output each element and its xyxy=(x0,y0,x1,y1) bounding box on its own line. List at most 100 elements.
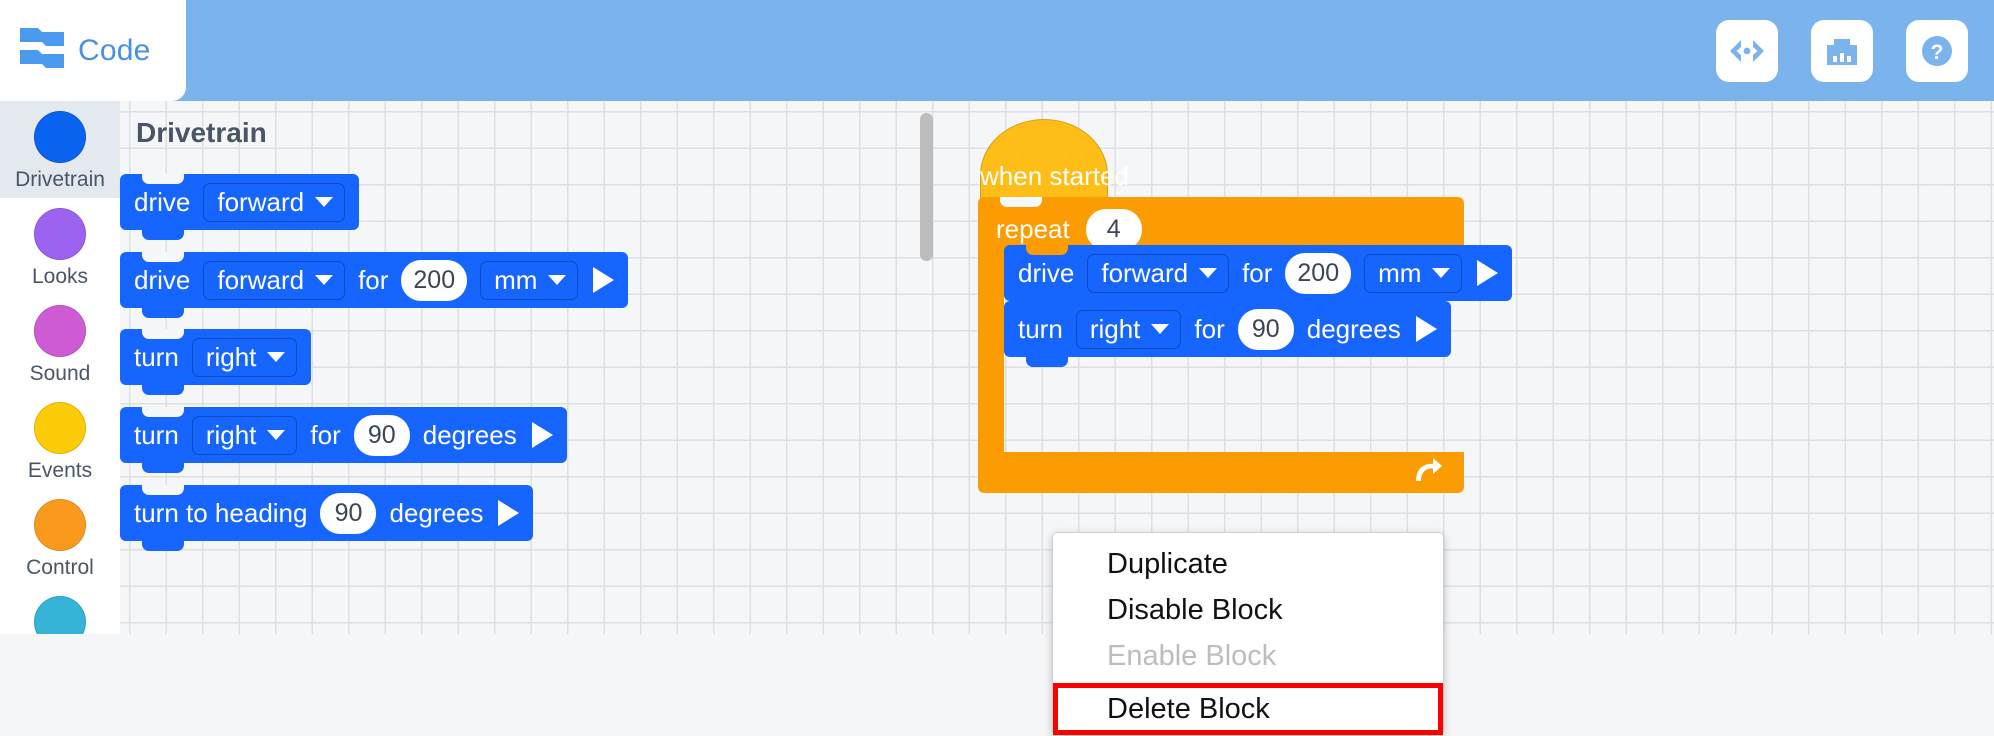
palette-scrollbar[interactable] xyxy=(920,113,933,261)
loop-arrow-icon xyxy=(1410,455,1444,490)
block-label: degrees xyxy=(422,419,517,450)
block-label: turn xyxy=(134,419,179,450)
turn-direction-dropdown[interactable]: right xyxy=(191,415,298,455)
dropdown-value: forward xyxy=(1101,257,1189,288)
block-label: drive xyxy=(134,264,191,295)
hat-block-shape xyxy=(980,119,1108,203)
distance-input[interactable]: 200 xyxy=(401,259,468,301)
palette-block-drive-for[interactable]: drive forward for 200 mm xyxy=(120,252,629,318)
category-color-dot xyxy=(34,305,86,357)
chevron-down-icon xyxy=(1199,267,1218,278)
block-label: for xyxy=(1194,313,1225,344)
direction-dropdown[interactable]: forward xyxy=(203,260,346,300)
block-body: drive forward xyxy=(120,174,360,230)
distance-input[interactable]: 200 xyxy=(1285,252,1352,294)
heading-input[interactable]: 90 xyxy=(320,492,377,534)
block-label: turn xyxy=(1018,313,1063,344)
svg-text:?: ? xyxy=(1931,41,1944,64)
sidebar-item-drivetrain[interactable]: Drivetrain xyxy=(0,101,120,198)
context-menu-item-disable-block[interactable]: Disable Block xyxy=(1107,593,1283,626)
block-tab xyxy=(142,463,184,473)
block-tab xyxy=(1026,357,1068,367)
sidebar-item-events[interactable]: Events xyxy=(0,392,120,489)
turn-direction-dropdown[interactable]: right xyxy=(191,337,298,377)
block-label: drive xyxy=(1018,257,1075,288)
context-menu-item-duplicate[interactable]: Duplicate xyxy=(1107,547,1228,580)
help-button[interactable]: ? xyxy=(1906,19,1968,82)
chevron-down-icon xyxy=(315,196,334,207)
run-block-icon[interactable] xyxy=(1415,316,1437,342)
block-notch xyxy=(142,485,184,495)
angle-input[interactable]: 90 xyxy=(353,414,410,456)
block-tab xyxy=(142,308,184,318)
app-body: Drivetrain Looks Sound Events Control Dr… xyxy=(0,101,1994,736)
run-block-icon[interactable] xyxy=(1477,260,1499,286)
category-color-dot xyxy=(34,208,86,260)
block-notch xyxy=(142,407,184,417)
dropdown-value: forward xyxy=(217,264,305,295)
app-header: Code xyxy=(0,0,1994,101)
block-turn-for[interactable]: turn right for 90 degrees xyxy=(1004,301,1451,367)
block-body: turn to heading 90 degrees xyxy=(120,485,534,541)
direction-dropdown[interactable]: forward xyxy=(203,182,346,222)
view-code-button[interactable] xyxy=(1716,19,1778,82)
palette-block-drive[interactable]: drive forward xyxy=(120,174,360,240)
context-menu-item-delete-block[interactable]: Delete Block xyxy=(1107,692,1270,725)
block-body: turn right for 90 degrees xyxy=(1004,301,1451,357)
category-sidebar: Drivetrain Looks Sound Events Control xyxy=(0,101,120,634)
block-label: for xyxy=(310,419,341,450)
dropdown-value: right xyxy=(1089,313,1141,344)
block-body: turn right for 90 degrees xyxy=(120,407,567,463)
context-menu-item-enable-block: Enable Block xyxy=(1107,639,1277,672)
block-body: drive forward for 200 mm xyxy=(1004,245,1513,301)
sidebar-item-sound[interactable]: Sound xyxy=(0,295,120,392)
block-notch xyxy=(1026,301,1068,311)
palette-block-turn-for[interactable]: turn right for 90 degrees xyxy=(120,407,567,473)
robot-brain-icon xyxy=(1824,34,1860,68)
block-when-started[interactable]: when started xyxy=(980,119,1129,213)
sidebar-item-sensing[interactable] xyxy=(0,586,120,634)
block-label: degrees xyxy=(389,497,484,528)
palette-title: Drivetrain xyxy=(136,117,267,148)
angle-input[interactable]: 90 xyxy=(1237,308,1294,350)
block-context-menu[interactable]: Duplicate Disable Block Enable Block Del… xyxy=(1052,532,1444,736)
tab-code[interactable]: Code xyxy=(0,0,186,101)
run-block-icon[interactable] xyxy=(531,422,553,448)
direction-dropdown[interactable]: forward xyxy=(1087,253,1230,293)
dashboard-button[interactable] xyxy=(1811,19,1873,82)
chevron-down-icon xyxy=(267,351,286,362)
block-label: when started xyxy=(980,161,1129,191)
block-notch xyxy=(142,329,184,339)
unit-dropdown[interactable]: mm xyxy=(480,260,579,300)
turn-direction-dropdown[interactable]: right xyxy=(1075,309,1182,349)
block-body: drive forward for 200 mm xyxy=(120,252,629,308)
block-palette[interactable]: Drivetrain drive forward drive f xyxy=(120,101,920,634)
context-menu-item-delete-block-highlight[interactable]: Delete Block xyxy=(1053,683,1443,735)
run-block-icon[interactable] xyxy=(593,267,615,293)
category-color-dot xyxy=(34,499,86,551)
sidebar-item-looks[interactable]: Looks xyxy=(0,198,120,295)
palette-block-turn[interactable]: turn right xyxy=(120,329,312,395)
palette-block-turn-to-heading[interactable]: turn to heading 90 degrees xyxy=(120,485,534,551)
tab-code-label: Code xyxy=(78,33,151,67)
block-label: turn xyxy=(134,341,179,372)
repeat-left-arm xyxy=(978,261,1004,382)
block-label: repeat xyxy=(996,213,1070,244)
dropdown-value: mm xyxy=(494,264,538,295)
unit-dropdown[interactable]: mm xyxy=(1364,253,1463,293)
sidebar-item-label: Sound xyxy=(29,362,91,385)
script-workspace[interactable]: when started repeat 4 xyxy=(920,101,1994,634)
sidebar-item-label: Looks xyxy=(31,265,89,288)
repeat-count-input[interactable]: 4 xyxy=(1085,208,1142,250)
sidebar-item-label: Drivetrain xyxy=(15,168,105,191)
chevron-down-icon xyxy=(267,429,286,440)
block-label: for xyxy=(358,264,389,295)
sidebar-item-control[interactable]: Control xyxy=(0,489,120,586)
category-color-dot xyxy=(34,402,86,454)
block-label: turn to heading xyxy=(134,497,308,528)
dropdown-value: right xyxy=(205,419,257,450)
run-block-icon[interactable] xyxy=(498,500,520,526)
block-drive-for[interactable]: drive forward for 200 mm xyxy=(1004,245,1513,311)
dropdown-value: right xyxy=(205,341,257,372)
block-body: turn right xyxy=(120,329,312,385)
